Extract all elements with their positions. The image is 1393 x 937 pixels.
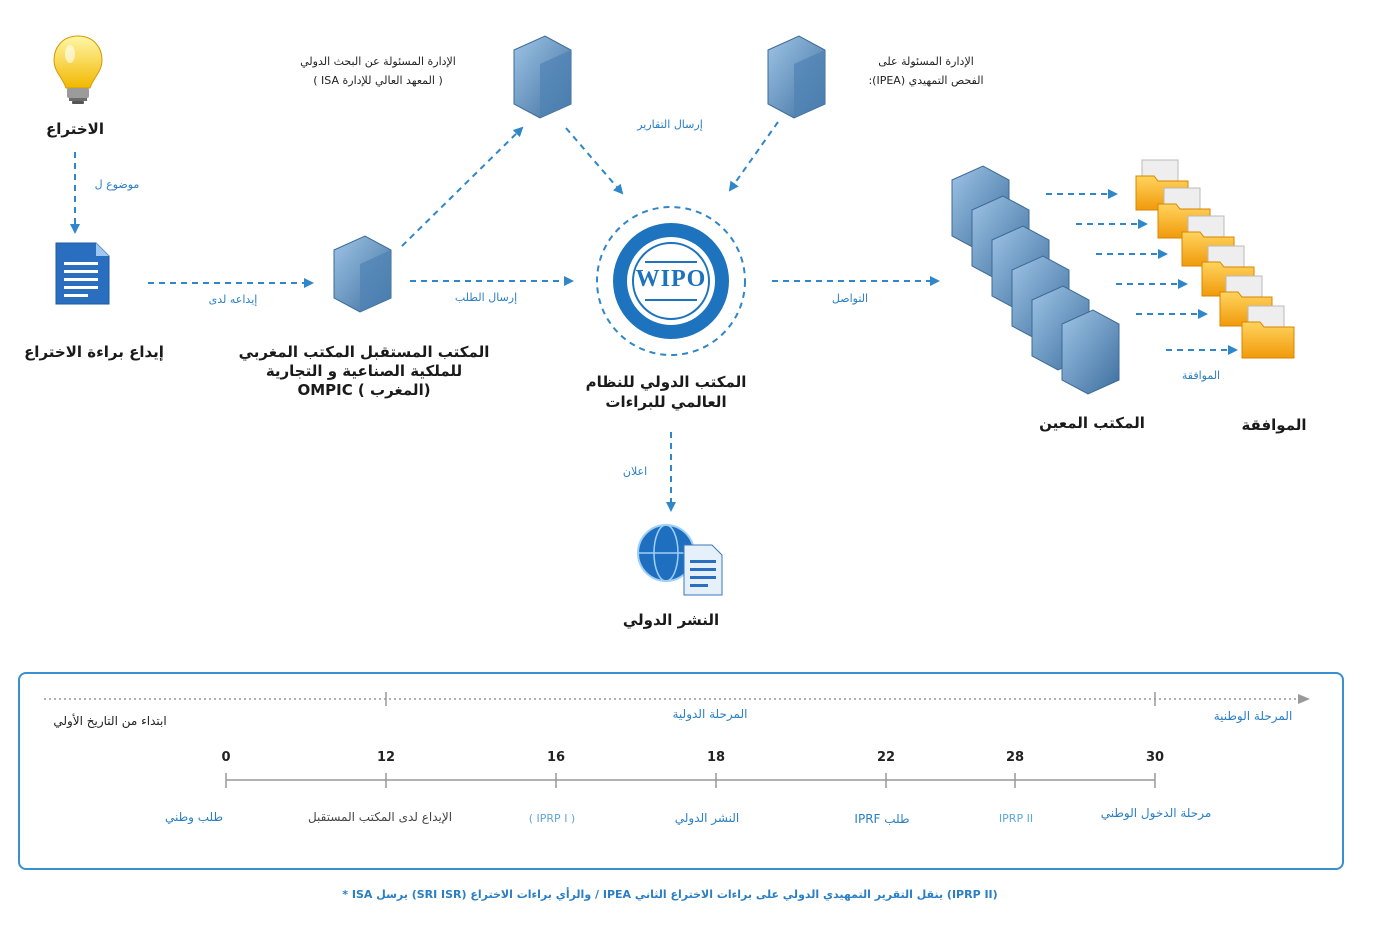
footnote: * ISA يرسل (SRI ISR) والرأي براءات الاخت…: [342, 888, 998, 901]
arrow-isa-to-ib: [565, 127, 624, 195]
tick-number: 30: [1145, 750, 1165, 765]
tick-number: 16: [546, 750, 566, 765]
ipea-line-1: الإدارة المسئولة على: [878, 55, 974, 68]
folder-stack-icon: [1135, 159, 1295, 359]
receiving-office-label: المكتب المستقبل المكتب المغربي للملكية ا…: [218, 343, 510, 400]
tick-number: 18: [706, 750, 726, 765]
tick-label: ( IPRP I ): [528, 812, 576, 825]
tick-number: 12: [376, 750, 396, 765]
ipea-line-2: الفحص التمهيدي (IPEA):: [868, 74, 984, 87]
tick-label: مرحلة الدخول الوطني: [1100, 806, 1212, 820]
tick-number: 28: [1005, 750, 1025, 765]
arrow-ipea-to-ib: [728, 121, 779, 192]
arrow-ro-to-isa: [401, 126, 524, 247]
international-phase-label: المرحلة الدولية: [672, 707, 748, 721]
receiving-office-line-1: المكتب المستقبل المكتب المغربي: [238, 343, 490, 361]
ib-line-1: المكتب الدولي للنظام: [585, 373, 747, 391]
tick-label: IPRP II: [998, 812, 1034, 825]
document-icon: [55, 242, 110, 305]
ipea-label: الإدارة المسئولة على الفحص التمهيدي (IPE…: [838, 52, 1014, 90]
edge-approval-small-label: الموافقة: [1181, 369, 1221, 382]
lightbulb-icon: [53, 35, 103, 104]
building-icon-ro: [333, 235, 392, 313]
tick-label: طلب IPRF: [854, 812, 910, 826]
timeline-start-label: ابتداء من التاريخ الأولي: [53, 714, 167, 728]
isa-line-2: ( المعهد العالي للإدارة ISA ): [313, 74, 443, 87]
edge-subject-label: موضوع ل: [94, 178, 140, 191]
international-bureau-label: المكتب الدولي للنظام العالمي للبراءات: [556, 372, 776, 412]
tick-number: 22: [876, 750, 896, 765]
tick-number: 0: [221, 750, 231, 765]
tick-label: الإيداع لدى المكتب المستقبل: [307, 810, 453, 824]
international-publication-label: النشر الدولي: [622, 611, 720, 629]
building-icon-ipea: [767, 35, 826, 119]
filing-label: إيداع براءة الاختراع: [24, 343, 164, 361]
national-phase-label: المرحلة الوطنية: [1213, 709, 1293, 723]
receiving-office-line-3: (المغرب ) OMPIC: [297, 381, 431, 399]
edge-announcement-label: اعلان: [622, 465, 648, 478]
globe-document-icon: [637, 524, 723, 596]
timeline-lines: [44, 692, 1310, 788]
receiving-office-line-2: للملكية الصناعية و التجارية: [265, 362, 463, 380]
wipo-logo-text: WIPO: [635, 266, 707, 292]
timeline-panel: [18, 672, 1344, 870]
edge-send-reports-label: إرسال التقارير: [637, 118, 703, 131]
edge-communication-label: التواصل: [831, 292, 869, 305]
approval-label: الموافقة: [1241, 416, 1307, 434]
isa-line-1: الإدارة المسئولة عن البحث الدولي: [300, 55, 456, 68]
edge-filed-with-label: إيداعه لدى: [208, 293, 258, 306]
wipo-seal-icon: [596, 206, 746, 356]
building-icon-isa: [513, 35, 572, 119]
invention-label: الاختراع: [46, 120, 104, 138]
tick-label: النشر الدولي: [674, 811, 740, 825]
edge-send-request-label: إرسال الطلب: [454, 291, 518, 304]
building-stack-icon: [951, 165, 1120, 395]
designated-office-label: المكتب المعين: [1039, 414, 1145, 432]
isa-label: الإدارة المسئولة عن البحث الدولي ( المعه…: [250, 52, 506, 90]
tick-label: طلب وطني: [164, 810, 224, 824]
ib-line-2: العالمي للبراءات: [605, 393, 727, 411]
